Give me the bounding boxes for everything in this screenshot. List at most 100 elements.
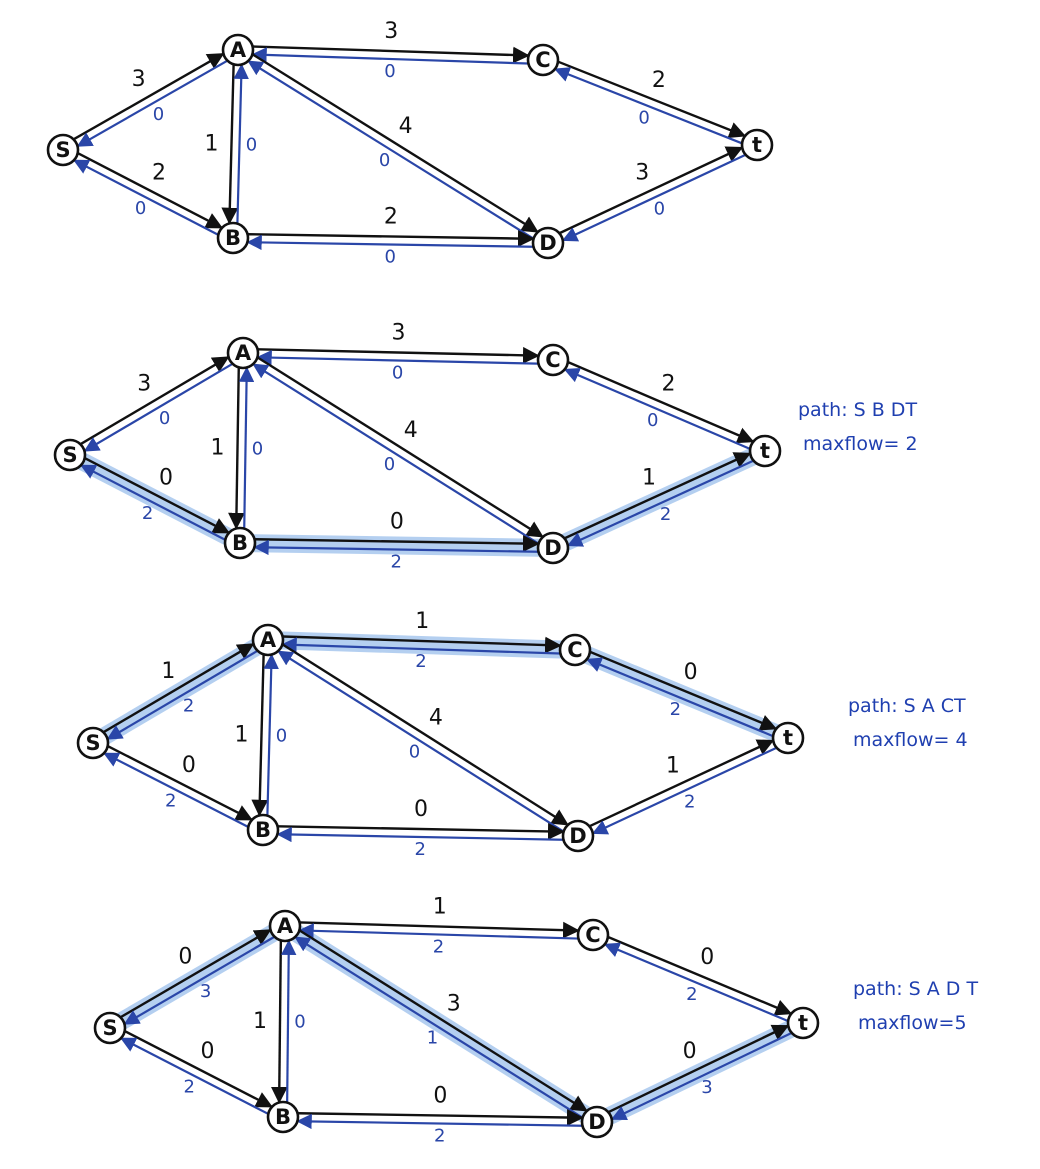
panel-3-edge-C-t-residual-arrow (585, 657, 774, 737)
panel-4-edge-C-t-forward-label: 0 (700, 945, 714, 970)
panel-1-node-B-label: B (225, 226, 241, 250)
panel-4-edge-B-D-residual-arrow (296, 1113, 582, 1130)
panel-4-edge-A-B-forward-label: 1 (253, 1009, 267, 1034)
panel-4-edge-S-B-forward-label: 0 (200, 1039, 214, 1064)
panel-2-edge-B-D-residual-label: 2 (391, 551, 402, 572)
panel-3-node-S-label: S (85, 731, 100, 755)
panel-3-edge-S-A-residual-label: 2 (183, 695, 194, 716)
panel-1-edge-S-A-residual-label: 0 (153, 104, 164, 125)
panel-2-edge-S-A-residual-label: 0 (159, 408, 170, 429)
panel-4-edge-S-A-residual-arrow (123, 936, 275, 1025)
panel-4-maxflow-note: maxflow=5 (858, 1012, 967, 1034)
panel-3-edge-A-C-forward-label: 1 (415, 609, 429, 634)
panel-1-edge-B-D-forward-label: 2 (384, 205, 398, 230)
panel-2-edge-A-D-forward-label: 4 (404, 418, 418, 443)
panel-4-edge-A-C-residual-label: 2 (433, 936, 444, 957)
panel-2-edge-S-A-residual-arrow (83, 363, 233, 452)
panel-3-path-note: path: S A CT (848, 695, 966, 717)
panel-3-edge-A-B-forward-arrow (251, 654, 269, 817)
panel-4-edge-D-t-forward-label: 0 (683, 1039, 697, 1064)
panel-4-edge-S-A-highlight (113, 924, 282, 1030)
panel-2-edge-A-B-residual-arrow (238, 366, 255, 529)
panel-4-edge-C-t-residual-arrow (603, 942, 789, 1022)
panel-1-node-D (531, 226, 565, 260)
panel-1-edge-B-D-residual-arrow (246, 234, 533, 251)
panel-3-edge-B-D-residual-arrow (276, 826, 563, 843)
panel-3-node-A (251, 623, 285, 657)
panel-3-edge-S-B-forward-label: 0 (182, 753, 196, 778)
panel-4-edge-A-D-residual-arrow (294, 936, 583, 1119)
panel-4-edge-A-D-forward-label: 3 (447, 992, 461, 1017)
panel-3-edge-A-C-residual-label: 2 (415, 651, 426, 672)
panel-3-node-t (771, 721, 805, 755)
panel-4-node-C-label: C (585, 923, 600, 947)
panel-2-node-D-label: D (544, 536, 561, 560)
panel-4-edge-A-C-residual-arrow (298, 923, 578, 940)
panel-4-edge-S-B-residual-label: 2 (183, 1077, 194, 1098)
panel-2-node-A (226, 336, 260, 370)
panel-1-node-D-label: D (539, 231, 556, 255)
panel-3-edge-S-B-forward-arrow (107, 745, 253, 821)
panel-2-edge-A-D-residual-arrow (252, 363, 539, 545)
panel-3-edge-S-B-residual-arrow (103, 752, 249, 828)
edges-layer (73, 45, 793, 1130)
panel-2-node-S (53, 438, 87, 472)
panel-3-node-B (246, 813, 280, 847)
panel-4-node-A-label: A (277, 914, 294, 938)
panel-2-edge-S-B-forward-label: 0 (159, 466, 173, 491)
panel-2-edge-A-D-forward-arrow (257, 356, 544, 538)
panel-4-node-D (580, 1105, 614, 1139)
panel-1-node-S (46, 133, 80, 167)
panel-2-edge-D-t-residual-label: 2 (660, 504, 671, 525)
panel-4-edge-S-A-forward-arrow (120, 929, 272, 1019)
panel-4-edge-C-t-forward-arrow (607, 936, 793, 1016)
panel-1-edge-S-B-forward-label: 2 (152, 161, 166, 186)
panel-1-node-C (526, 43, 560, 77)
panel-1-edge-A-D-forward-label: 4 (399, 114, 413, 139)
panel-4-edge-S-A-forward-label: 0 (178, 944, 192, 969)
panel-4-edge-S-B-residual-arrow (120, 1037, 269, 1115)
panel-1-node-A-label: A (230, 38, 247, 62)
panel-4-node-t (786, 1006, 820, 1040)
panel-2-edge-S-B-residual-arrow (80, 464, 226, 541)
panel-1-edge-C-t-residual-label: 0 (638, 107, 649, 128)
panel-1-edge-C-t-forward-label: 2 (652, 68, 666, 93)
panel-4-path-note: path: S A D T (853, 978, 978, 1000)
panel-2-edge-A-B-residual-label: 0 (252, 438, 263, 459)
panel-4-edge-B-D-residual-label: 2 (434, 1125, 445, 1146)
panel-4-edge-S-B-forward-arrow (124, 1030, 273, 1108)
panel-3-edge-S-B-residual-label: 2 (165, 791, 176, 812)
panel-2-edge-A-C-forward-label: 3 (392, 321, 406, 346)
panel-3-node-C-label: C (567, 638, 582, 662)
panel-4-edge-D-t-residual-label: 3 (701, 1077, 712, 1098)
panel-4-edge-B-D-forward-label: 0 (433, 1084, 447, 1109)
panel-2-node-t (748, 434, 782, 468)
panel-2-edge-B-D-forward-arrow (255, 535, 540, 552)
panel-3-node-C (558, 633, 592, 667)
panel-2-edge-S-B-residual-label: 2 (142, 503, 153, 524)
panel-4-edge-A-C-forward-arrow (300, 921, 580, 939)
panel-3-edge-D-t-forward-arrow (589, 739, 775, 828)
panel-2-edge-D-t-residual-arrow (566, 459, 754, 547)
panel-4-node-C (576, 918, 610, 952)
panel-3-edge-A-D-residual-arrow (277, 650, 564, 833)
panel-1-edge-A-C-forward-arrow (253, 45, 530, 64)
panel-2-node-D (536, 531, 570, 565)
panel-1-node-t (740, 128, 774, 162)
highlight-layer (74, 448, 799, 1125)
panel-1-edge-S-A-forward-label: 3 (132, 67, 146, 92)
panel-4-node-S (93, 1011, 127, 1045)
panel-1-edge-D-t-residual-label: 0 (654, 198, 665, 219)
panel-3-node-B-label: B (255, 818, 271, 842)
panel-1-node-t-label: t (752, 133, 762, 157)
panel-3-edge-A-D-forward-arrow (282, 643, 569, 826)
panel-1-node-C-label: C (535, 48, 550, 72)
panel-2-edge-C-t-residual-label: 0 (647, 410, 658, 431)
panel-2-edge-S-B-highlight (74, 452, 236, 546)
panel-3-node-S (76, 726, 110, 760)
panel-4-node-t-label: t (798, 1011, 808, 1035)
panel-2-edge-A-C-residual-arrow (256, 349, 538, 366)
panel-4-edge-A-B-residual-arrow (280, 939, 297, 1103)
panel-1-edge-C-t-residual-arrow (554, 67, 742, 145)
panel-3-edge-A-D-residual-label: 0 (409, 742, 420, 763)
